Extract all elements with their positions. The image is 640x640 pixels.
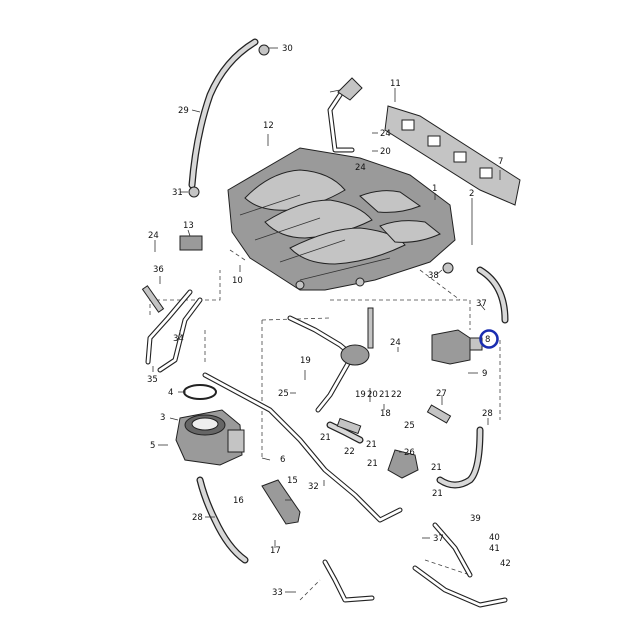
label-30: 30: [282, 44, 293, 54]
label-39: 39: [470, 514, 481, 524]
label-27: 27: [436, 389, 447, 399]
label-32: 32: [308, 482, 319, 492]
label-38: 38: [428, 271, 439, 281]
label-22: 22: [344, 447, 355, 457]
label-24c: 24: [390, 338, 401, 348]
label-21f: 21: [432, 489, 443, 499]
label-20b: 20: [367, 390, 378, 400]
label-41: 41: [489, 544, 500, 554]
label-37a: 37: [476, 299, 487, 309]
label-24b: 24: [148, 231, 159, 241]
label-1: 1: [432, 184, 437, 194]
label-3: 3: [160, 413, 165, 423]
label-18: 18: [380, 409, 391, 419]
o-ring: [183, 384, 217, 400]
label-40: 40: [489, 533, 500, 543]
label-11: 11: [390, 79, 401, 89]
throttle-body: [175, 409, 245, 466]
label-20a: 20: [380, 147, 391, 157]
label-2: 2: [469, 189, 474, 199]
label-7: 7: [498, 157, 503, 167]
label-34: 34: [173, 334, 184, 344]
label-9: 9: [482, 369, 487, 379]
label-21a: 21: [320, 433, 331, 443]
part-labels: 30 29 31 11 24 20 7 12 1 2 13 24 36 10 3…: [147, 44, 511, 598]
label-10: 10: [232, 276, 243, 286]
label-16: 16: [233, 496, 244, 506]
label-13: 13: [183, 221, 194, 231]
label-26: 26: [404, 448, 415, 458]
manifold-gasket: [384, 105, 521, 206]
label-19: 19: [300, 356, 311, 366]
label-8: 8: [485, 335, 490, 345]
label-17: 17: [270, 546, 281, 556]
label-33: 33: [272, 588, 283, 598]
label-21b: 21: [379, 390, 390, 400]
label-31: 31: [172, 188, 183, 198]
label-24a: 24: [380, 129, 391, 139]
label-24d: 25: [278, 389, 289, 399]
label-24e: 24: [355, 163, 366, 173]
label-5: 5: [150, 441, 155, 451]
label-22b: 22: [391, 390, 402, 400]
label-6: 6: [280, 455, 285, 465]
label-21c: 21: [366, 440, 377, 450]
label-21e: 21: [431, 463, 442, 473]
leader-lines: [152, 47, 501, 593]
small-parts: [141, 44, 483, 525]
label-12: 12: [263, 121, 274, 131]
label-29: 29: [178, 106, 189, 116]
label-42: 42: [500, 559, 511, 569]
label-37b: 37: [433, 534, 444, 544]
label-28b: 28: [192, 513, 203, 523]
highlight-ring: [479, 329, 499, 349]
intake-manifold: [227, 147, 456, 291]
label-36: 36: [153, 265, 164, 275]
label-4: 4: [168, 388, 173, 398]
label-25: 25: [404, 421, 415, 431]
label-35: 35: [147, 375, 158, 385]
label-15: 15: [287, 476, 298, 486]
label-19b: 19: [355, 390, 366, 400]
assembly-lines: [149, 129, 501, 601]
hoses: [188, 38, 509, 564]
label-21d: 21: [367, 459, 378, 469]
label-28a: 28: [482, 409, 493, 419]
